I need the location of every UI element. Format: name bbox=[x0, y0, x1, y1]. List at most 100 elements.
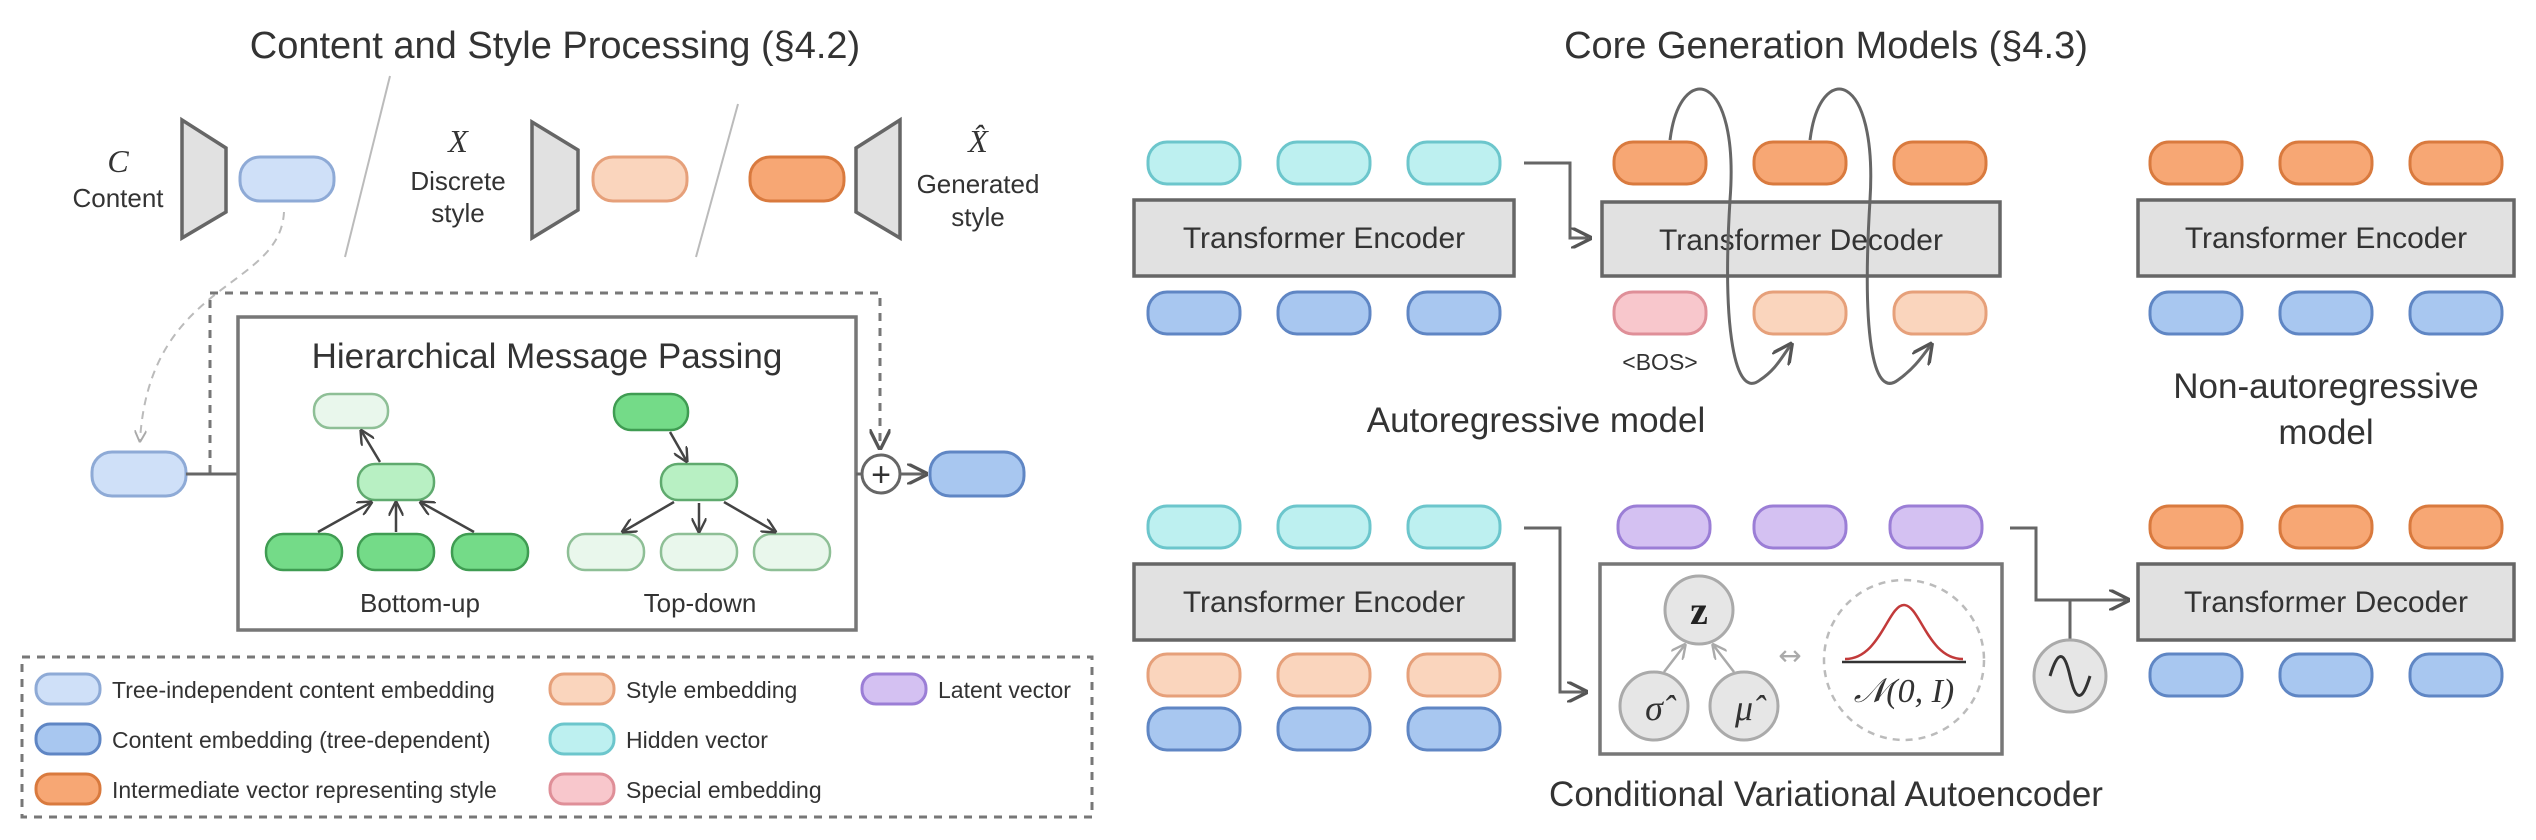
left-panel: Content and Style Processing (§4.2) C Co… bbox=[20, 25, 1094, 819]
ar-encoder-box bbox=[1132, 198, 1516, 278]
plus-symbol: + bbox=[871, 456, 891, 494]
intermediate-style-vector bbox=[2408, 140, 2504, 186]
hidden-vector bbox=[1406, 504, 1502, 550]
nar-label-line2: model bbox=[2278, 413, 2373, 452]
bos-label: <BOS> bbox=[1622, 349, 1697, 375]
divider bbox=[344, 75, 391, 258]
mu-node bbox=[1708, 670, 1780, 742]
style-embedding bbox=[1752, 290, 1848, 336]
legend-label: Tree-independent content embedding bbox=[112, 677, 495, 703]
intermediate-style-vector bbox=[2278, 140, 2374, 186]
cvae-decoder-label: Transformer Decoder bbox=[2184, 586, 2468, 619]
hidden-vector bbox=[1276, 140, 1372, 186]
intermediate-style-vector bbox=[1612, 140, 1708, 186]
discrete-label-line2: style bbox=[431, 198, 484, 228]
intermediate-style-vector bbox=[2408, 504, 2504, 550]
autoregressive-feedback-arrow bbox=[1668, 87, 1790, 385]
cvae-label: Conditional Variational Autoencoder bbox=[1549, 775, 2103, 814]
intermediate-style-vector bbox=[2148, 140, 2244, 186]
discrete-label-line1: Discrete bbox=[410, 166, 505, 196]
hidden-vector bbox=[1146, 140, 1242, 186]
style-embedding bbox=[1146, 652, 1242, 698]
content-symbol: C bbox=[107, 143, 129, 179]
tree-node bbox=[356, 462, 436, 502]
generated-label-line1: Generated bbox=[917, 169, 1040, 199]
tree-node bbox=[264, 532, 344, 572]
latent-vector bbox=[1616, 504, 1712, 550]
intermediate-style-vector bbox=[1752, 140, 1848, 186]
tree-edge bbox=[362, 432, 382, 463]
legend: Tree-independent content embedding Conte… bbox=[34, 672, 1071, 806]
prior-circle bbox=[1822, 578, 1986, 742]
right-panel: Core Generation Models (§4.3) Transforme… bbox=[1132, 25, 2516, 814]
z-node bbox=[1663, 574, 1735, 646]
divider bbox=[695, 103, 739, 258]
tree-node bbox=[659, 462, 739, 502]
tree-edge bbox=[422, 503, 475, 534]
z-symbol: z bbox=[1690, 588, 1708, 633]
content-encoder-trapezoid bbox=[180, 116, 228, 242]
hidden-vector bbox=[1406, 140, 1502, 186]
input-content-embedding bbox=[90, 450, 188, 498]
cvae-encoder-label: Transformer Encoder bbox=[1183, 586, 1465, 619]
generated-symbol: X̂ bbox=[966, 123, 989, 159]
latent-to-decoder-arrow bbox=[2010, 526, 2126, 600]
legend-label: Hidden vector bbox=[626, 727, 768, 753]
latent-model-box bbox=[1598, 562, 2004, 756]
content-embedding bbox=[1276, 706, 1372, 752]
ar-decoder-box bbox=[1600, 200, 2002, 278]
mu-to-z-edge bbox=[1714, 646, 1735, 673]
legend-label: Special embedding bbox=[626, 777, 822, 803]
hidden-vector bbox=[1146, 504, 1242, 550]
top-down-label: Top-down bbox=[644, 588, 757, 618]
content-embedding bbox=[1406, 706, 1502, 752]
content-embedding bbox=[2408, 652, 2504, 698]
hmp-title: Hierarchical Message Passing bbox=[312, 337, 783, 376]
content-embedding bbox=[2148, 652, 2244, 698]
legend-label: Content embedding (tree-dependent) bbox=[112, 727, 490, 753]
tree-node bbox=[356, 532, 436, 572]
discrete-symbol: X bbox=[446, 123, 469, 159]
ar-encoder-label: Transformer Encoder bbox=[1183, 222, 1465, 255]
content-embedding bbox=[2278, 652, 2374, 698]
tree-edge bbox=[723, 500, 774, 531]
cvae-decoder-box bbox=[2136, 562, 2516, 642]
encoder-to-latent-arrow bbox=[1524, 526, 1584, 692]
hidden-vector bbox=[1276, 504, 1372, 550]
left-title: Content and Style Processing (§4.2) bbox=[250, 25, 860, 67]
gaussian-curve-icon bbox=[1844, 603, 1964, 661]
cvae-encoder-box bbox=[1132, 562, 1516, 642]
legend-label: Latent vector bbox=[938, 677, 1071, 703]
style-encoder-trapezoid bbox=[530, 118, 580, 242]
sine-wave-icon bbox=[2048, 655, 2092, 697]
nar-label-line1: Non-autoregressive bbox=[2173, 367, 2478, 406]
legend-swatch bbox=[34, 772, 102, 806]
skip-connection bbox=[208, 291, 880, 473]
nar-encoder-box bbox=[2136, 198, 2516, 278]
content-embedding bbox=[1406, 290, 1502, 336]
latent-vector bbox=[1888, 504, 1984, 550]
tree-edge bbox=[668, 431, 686, 460]
content-embedding bbox=[1276, 290, 1372, 336]
intermediate-style-vector bbox=[1892, 140, 1988, 186]
style-embedding bbox=[591, 155, 689, 203]
content-embedding bbox=[2148, 290, 2244, 336]
double-arrow: ↔ bbox=[1778, 639, 1801, 672]
content-flow-arrow bbox=[140, 211, 285, 440]
generated-label-line2: style bbox=[951, 202, 1004, 232]
latent-vector bbox=[1752, 504, 1848, 550]
tree-node bbox=[312, 392, 390, 430]
intermediate-style-vector bbox=[748, 155, 846, 203]
content-embedding bbox=[1146, 706, 1242, 752]
content-embedding bbox=[2408, 290, 2504, 336]
autoregressive-feedback-arrow bbox=[1808, 87, 1930, 385]
legend-swatch bbox=[548, 772, 616, 806]
style-embedding bbox=[1892, 290, 1988, 336]
style-decoder-trapezoid bbox=[854, 116, 902, 242]
legend-swatch bbox=[548, 722, 616, 756]
sigma-to-z-edge bbox=[1663, 646, 1684, 673]
tree-node bbox=[612, 392, 690, 432]
style-embedding bbox=[1276, 652, 1372, 698]
legend-label: Intermediate vector representing style bbox=[112, 777, 497, 803]
encoder-to-decoder-arrow bbox=[1524, 161, 1588, 238]
